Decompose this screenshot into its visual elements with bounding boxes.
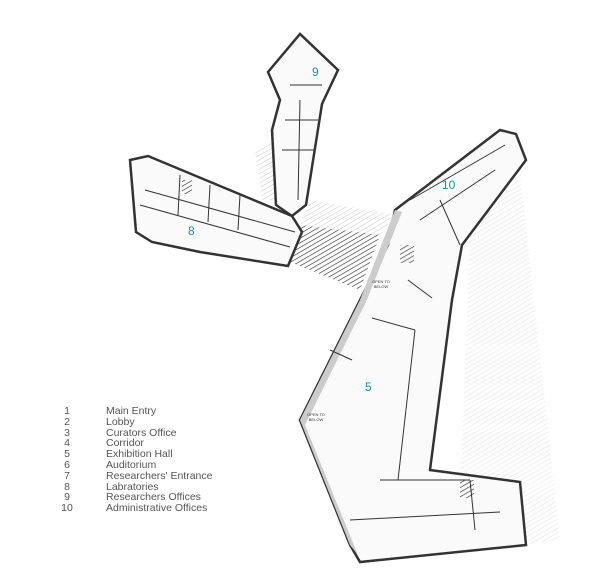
legend-item: 4 Corridor: [56, 438, 212, 449]
legend-label: Labratories: [106, 480, 159, 493]
legend-number: 2: [64, 415, 70, 428]
interior-walls: [139, 84, 506, 531]
legend-number: 5: [64, 448, 70, 461]
legend-label: Main Entry: [106, 405, 157, 417]
legend-number: 10: [61, 502, 73, 515]
legend: 1 Main Entry 2 Lobby 3 Curators Office 4 Corrid…: [56, 406, 212, 514]
auditorium-seating: [290, 225, 380, 290]
stair-core: [182, 180, 192, 194]
legend-number: 8: [64, 480, 70, 493]
legend-number: 7: [64, 469, 70, 482]
legend-number: 9: [64, 491, 70, 504]
wing-researchers-offices: [266, 32, 340, 218]
legend-label: Curators Office: [106, 426, 177, 439]
legend-label: Corridor: [106, 437, 144, 450]
open-to-below-note: OPEN TO BELOW: [307, 412, 325, 422]
legend-item: 6 Auditorium: [56, 460, 212, 471]
legend-label: Exhibition Hall: [106, 448, 173, 461]
legend-item: 7 Researchers' Entrance: [56, 469, 213, 482]
legend-item: 9 Researchers Offices: [56, 492, 212, 503]
room-label-5: 5: [365, 380, 372, 394]
legend-label: Lobby: [106, 415, 135, 428]
stair-core: [460, 480, 474, 498]
room-label-10: 10: [442, 178, 456, 192]
legend-number: 1: [64, 405, 70, 417]
outer-wall-band: [300, 210, 402, 555]
legend-label: Researchers Offices: [106, 491, 201, 504]
legend-label: Researchers' Entrance: [106, 469, 213, 482]
legend-item: 1 Main Entry: [56, 406, 212, 417]
room-label-8: 8: [188, 224, 195, 238]
legend-number: 4: [64, 437, 70, 450]
legend-item: 10 Administrative Offices: [56, 503, 212, 514]
legend-item: 2 Lobby: [56, 415, 212, 428]
legend-item: 3 Curators Office: [56, 426, 212, 439]
legend-item: 8 Labratories: [56, 480, 212, 493]
legend-label: Administrative Offices: [106, 502, 208, 515]
legend-number: 3: [64, 426, 70, 439]
room-label-9: 9: [312, 65, 319, 79]
legend-label: Auditorium: [106, 458, 157, 471]
exterior-ramp-east: [460, 170, 560, 545]
legend-number: 6: [64, 458, 70, 471]
legend-item: 5 Exhibition Hall: [56, 449, 212, 460]
open-to-below-note: OPEN TO BELOW: [372, 279, 390, 289]
stair-core: [400, 245, 414, 263]
bridge: [300, 200, 395, 235]
